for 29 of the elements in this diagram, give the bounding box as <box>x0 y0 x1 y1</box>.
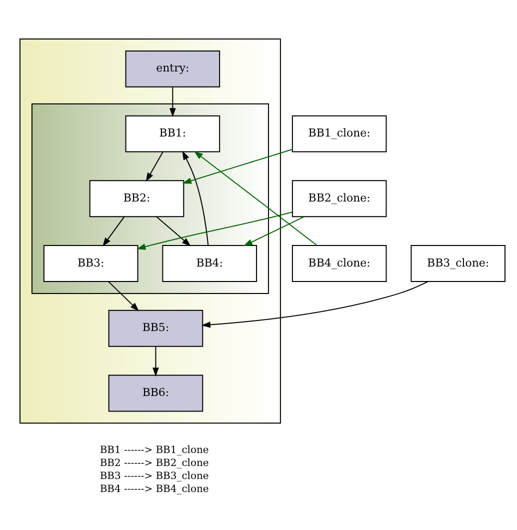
arrow <box>152 346 159 376</box>
arrow <box>194 150 318 246</box>
node-box: BB6: <box>108 374 204 412</box>
node-box: BB3: <box>43 244 138 282</box>
cluster <box>20 38 281 424</box>
arrow <box>182 148 293 184</box>
node-box: BB1_clone: <box>292 114 387 152</box>
arrow <box>108 280 140 311</box>
arrow <box>136 211 293 250</box>
node-box: BB3_clone: <box>410 244 506 282</box>
node-box: BB2_clone: <box>292 180 387 217</box>
arrow <box>146 150 164 182</box>
node-box: entry: <box>125 50 220 87</box>
node-box: BB2: <box>89 180 184 217</box>
node-box: BB4: <box>162 244 257 282</box>
arrow <box>102 216 125 246</box>
node-box: BB4_clone: <box>292 244 387 282</box>
label: BB4 ------> BB4_clone <box>100 484 209 495</box>
label: BB1 ------> BB1_clone <box>100 444 209 456</box>
node-box: BB1: <box>125 114 220 152</box>
arrow <box>201 280 428 328</box>
cluster <box>31 102 269 294</box>
arrow <box>243 216 305 246</box>
arrow <box>170 86 176 117</box>
arrow <box>182 150 209 246</box>
label: BB2 ------> BB2_clone <box>100 458 209 469</box>
label: BB3 ------> BB3_clone <box>100 470 209 482</box>
arrow <box>156 216 191 246</box>
node-box: BB5: <box>108 309 204 346</box>
